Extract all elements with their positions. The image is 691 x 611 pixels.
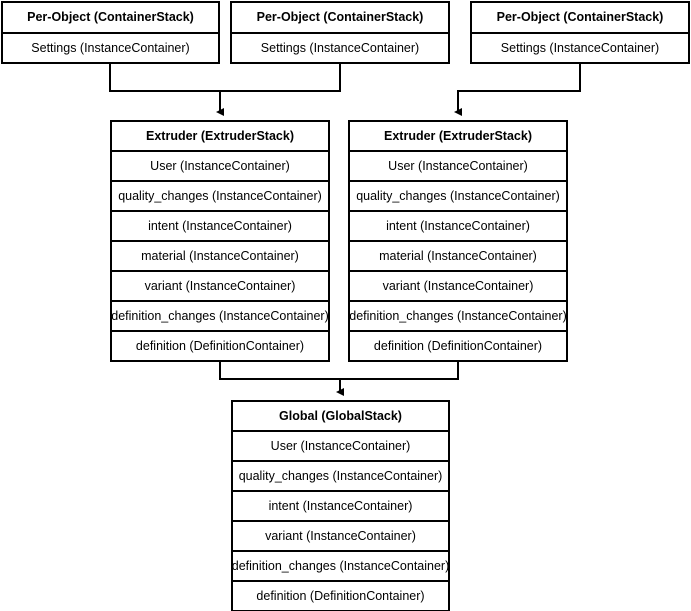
- node-per-object-2[interactable]: Per-Object (ContainerStack) Settings (In…: [230, 1, 450, 64]
- node-row: intent (InstanceContainer): [233, 490, 448, 520]
- node-row: variant (InstanceContainer): [233, 520, 448, 550]
- edge-per-object-2-to-extruder-1: [220, 60, 341, 92]
- node-per-object-3[interactable]: Per-Object (ContainerStack) Settings (In…: [470, 1, 690, 64]
- node-extruder-1[interactable]: Extruder (ExtruderStack) User (InstanceC…: [110, 120, 330, 362]
- node-row: definition (DefinitionContainer): [112, 330, 328, 360]
- node-row: User (InstanceContainer): [350, 150, 566, 180]
- node-row: Settings (InstanceContainer): [3, 32, 218, 62]
- node-header: Extruder (ExtruderStack): [384, 128, 532, 143]
- node-extruder-2[interactable]: Extruder (ExtruderStack) User (InstanceC…: [348, 120, 568, 362]
- node-header: Extruder (ExtruderStack): [146, 128, 294, 143]
- node-row: intent (InstanceContainer): [350, 210, 566, 240]
- node-row: User (InstanceContainer): [233, 430, 448, 460]
- node-per-object-1[interactable]: Per-Object (ContainerStack) Settings (In…: [1, 1, 220, 64]
- node-row: Settings (InstanceContainer): [232, 32, 448, 62]
- node-row: quality_changes (InstanceContainer): [112, 180, 328, 210]
- node-row: material (InstanceContainer): [350, 240, 566, 270]
- node-row: Settings (InstanceContainer): [472, 32, 688, 62]
- edge-per-object-3-to-extruder-2: [454, 60, 581, 116]
- node-row: quality_changes (InstanceContainer): [233, 460, 448, 490]
- node-row: User (InstanceContainer): [112, 150, 328, 180]
- node-row: definition_changes (InstanceContainer): [111, 300, 329, 330]
- node-row: variant (InstanceContainer): [350, 270, 566, 300]
- edge-per-object-1-to-extruder-1: [109, 60, 224, 116]
- node-row: definition (DefinitionContainer): [233, 580, 448, 610]
- node-row: definition_changes (InstanceContainer): [349, 300, 567, 330]
- node-row: quality_changes (InstanceContainer): [350, 180, 566, 210]
- node-row: material (InstanceContainer): [112, 240, 328, 270]
- node-global[interactable]: Global (GlobalStack) User (InstanceConta…: [231, 400, 450, 611]
- node-row: intent (InstanceContainer): [112, 210, 328, 240]
- node-row: definition_changes (InstanceContainer): [232, 550, 449, 580]
- node-header: Per-Object (ContainerStack): [496, 10, 664, 25]
- node-header: Global (GlobalStack): [279, 408, 402, 423]
- edge-extruder-1-to-global: [219, 361, 344, 396]
- node-header: Per-Object (ContainerStack): [256, 10, 424, 25]
- edge-extruder-2-to-global: [340, 361, 459, 380]
- node-row: variant (InstanceContainer): [112, 270, 328, 300]
- node-row: definition (DefinitionContainer): [350, 330, 566, 360]
- node-header: Per-Object (ContainerStack): [27, 10, 194, 25]
